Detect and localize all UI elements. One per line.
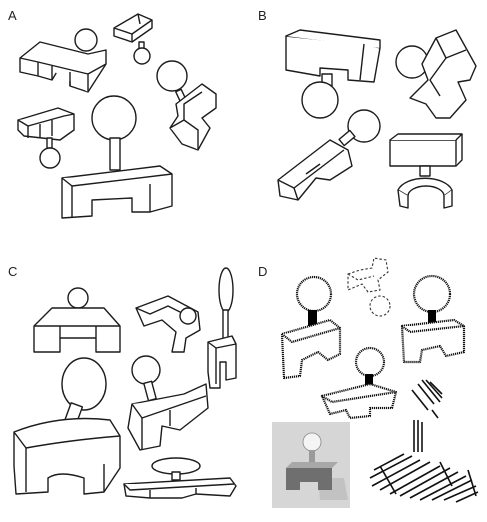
- panel-c: C: [8, 264, 237, 499]
- panel-label-a: A: [8, 8, 17, 23]
- object-c3: [207, 267, 237, 389]
- object-a5: [61, 95, 173, 219]
- object-a3: [156, 60, 217, 151]
- shaded-block-top: [286, 462, 338, 468]
- panel-label-c: C: [8, 264, 17, 279]
- panel-a: A: [8, 8, 217, 219]
- panel-b: B: [258, 8, 477, 209]
- object-c6: [123, 457, 237, 499]
- shaded-block: [286, 468, 332, 490]
- object-c5: [127, 355, 209, 451]
- panel-label-d: D: [258, 264, 267, 279]
- shaded-neck: [309, 450, 315, 468]
- panel-label-b: B: [258, 8, 267, 23]
- object-d6-hatched: [369, 379, 479, 503]
- shaded-ball: [302, 432, 322, 452]
- object-c2: [135, 295, 201, 353]
- object-d2-dashed: [347, 257, 391, 317]
- object-c4: [13, 357, 121, 495]
- object-d1-rough: [280, 275, 342, 380]
- object-d4-rough: [320, 346, 398, 420]
- object-b3: [277, 109, 381, 201]
- object-a1: [19, 28, 107, 93]
- object-d5-shaded: [272, 422, 350, 508]
- object-b1: [285, 29, 381, 119]
- object-b4: [389, 133, 463, 209]
- object-b2: [395, 29, 477, 119]
- object-d3-rough: [400, 274, 466, 364]
- object-c1: [33, 287, 121, 353]
- object-a2: [113, 13, 153, 65]
- object-a4: [17, 107, 75, 169]
- panel-d: D: [258, 257, 479, 508]
